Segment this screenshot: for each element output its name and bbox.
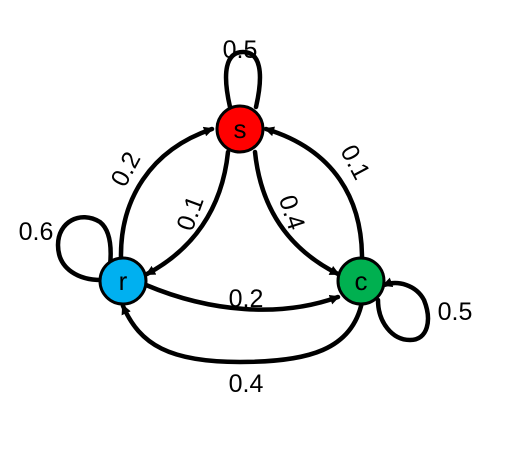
node-r-circle <box>98 256 148 306</box>
edge-c-to-r <box>120 299 365 365</box>
edge-r-to-s <box>118 126 215 261</box>
label-r-to-r: 0.6 <box>19 218 54 246</box>
node-s-label: s <box>234 114 247 144</box>
label-c-to-c: 0.5 <box>438 298 473 326</box>
node-c-label: c <box>355 266 368 296</box>
edge-s-to-s <box>223 49 263 116</box>
edge-s-to-c <box>252 149 341 277</box>
node-s-circle <box>215 104 265 154</box>
label-s-to-r: 0.1 <box>171 192 209 234</box>
node-r: r <box>98 256 148 306</box>
node-r-label: r <box>119 266 128 296</box>
edge-r-to-c <box>143 282 341 312</box>
label-r-to-c: 0.2 <box>229 285 264 313</box>
node-c: c <box>336 256 386 306</box>
node-c-circle <box>336 256 386 306</box>
label-s-to-s: 0.5 <box>223 36 258 64</box>
label-c-to-r: 0.4 <box>229 370 264 398</box>
edge-c-to-s <box>263 126 365 261</box>
node-s: s <box>215 104 265 154</box>
edge-s-to-r <box>144 149 231 277</box>
label-s-to-c: 0.4 <box>273 192 310 234</box>
edge-r-to-r <box>55 215 113 286</box>
edge-c-to-c <box>375 277 431 343</box>
